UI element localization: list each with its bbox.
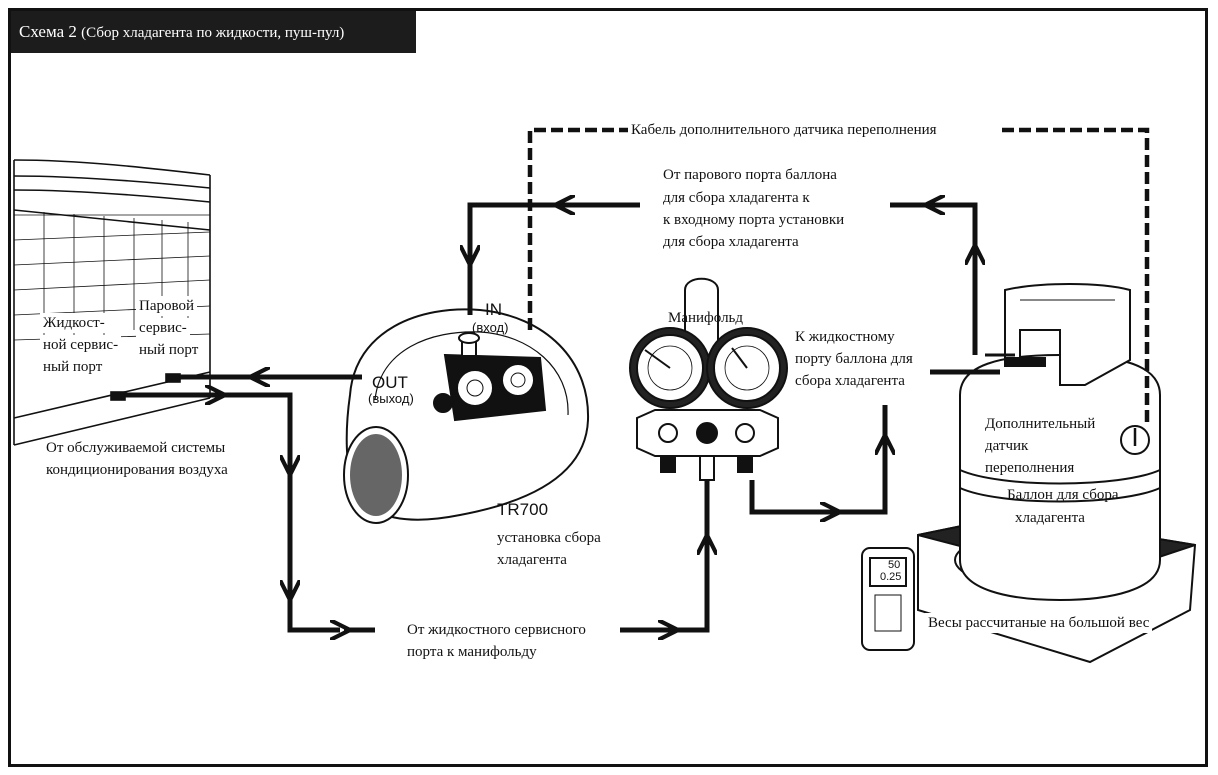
diagram-title: Схема 2 (Сбор хладагента по жидкости, пу… [11, 11, 416, 53]
hose-lines [125, 205, 1000, 630]
from-system-label-1: От обслуживаемой системы [46, 440, 226, 456]
vapor-port-label-1: От парового порта баллона [663, 167, 837, 183]
from-liquid-label-2: порта к манифольду [407, 644, 537, 660]
scale-reading-1: 50 [888, 559, 901, 571]
liquid-service-label-1: Жидкост- [40, 313, 108, 333]
diagram-frame [8, 8, 1208, 767]
out-label: OUT [372, 373, 408, 392]
out-sub-label: (выход) [368, 391, 414, 406]
unit-label-2: хладагента [497, 552, 567, 568]
sensor-label-3: переполнения [985, 460, 1075, 476]
vapor-service-label-3: ный порт [136, 340, 202, 360]
overflow-sensor-icon [1120, 425, 1150, 455]
cylinder-label-1: Баллон для сбора [1007, 487, 1119, 503]
liquid-service-label-3: ный порт [40, 357, 106, 377]
liquid-port-label-1: К жидкостному [795, 329, 895, 345]
overflow-cable-line [527, 127, 1150, 426]
title-main: Схема 2 [19, 22, 77, 41]
vapor-port-label-2: для сбора хладагента к [663, 190, 810, 206]
liquid-port-label-3: сбора хладагента [795, 373, 905, 389]
unit-label-1: установка сбора [497, 530, 601, 546]
manifold-label: Манифольд [668, 310, 744, 326]
vapor-service-label-1: Паровой [136, 296, 197, 316]
manifold-gauge-icon [629, 277, 788, 481]
overflow-cable-label: Кабель дополнительного датчика переполне… [628, 120, 940, 140]
vapor-port-label-4: для сбора хладагента [663, 234, 799, 250]
scale-label: Весы рассчитаные на большой вес [925, 613, 1153, 633]
cylinder-label-2: хладагента [1015, 510, 1085, 526]
vapor-port-label-3: к входному порта установки [663, 212, 845, 228]
from-liquid-label-1: От жидкостного сервисного [407, 622, 586, 638]
vapor-service-label-2: сервис- [136, 318, 190, 338]
from-system-label-2: кондиционирования воздуха [46, 462, 228, 478]
recovery-machine-icon [343, 308, 590, 524]
title-sub: (Сбор хладагента по жидкости, пуш-пул) [81, 25, 345, 41]
liquid-port-label-2: порту баллона для [795, 351, 913, 367]
in-label: IN [485, 300, 502, 319]
in-sub-label: (вход) [472, 320, 509, 335]
scale-reading-2: 0.25 [880, 571, 902, 583]
sensor-label-1: Дополнительный [985, 416, 1096, 432]
tr700-label: TR700 [497, 500, 549, 519]
sensor-label-2: датчик [985, 438, 1029, 454]
liquid-service-label-2: ной сервис- [40, 335, 122, 355]
cylinder-icon [959, 283, 1161, 602]
